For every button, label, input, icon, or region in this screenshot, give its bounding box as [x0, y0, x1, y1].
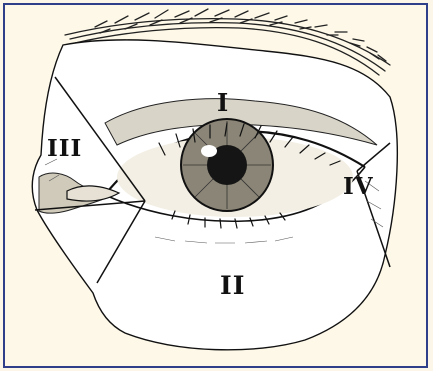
region-label-upper: I — [217, 91, 229, 115]
diagram-frame: I II III IV — [3, 3, 428, 368]
region-label-lateral: IV — [343, 175, 374, 198]
eye-highlight — [201, 145, 217, 157]
region-label-medial: III — [47, 137, 82, 160]
region-label-lower: II — [220, 273, 245, 298]
